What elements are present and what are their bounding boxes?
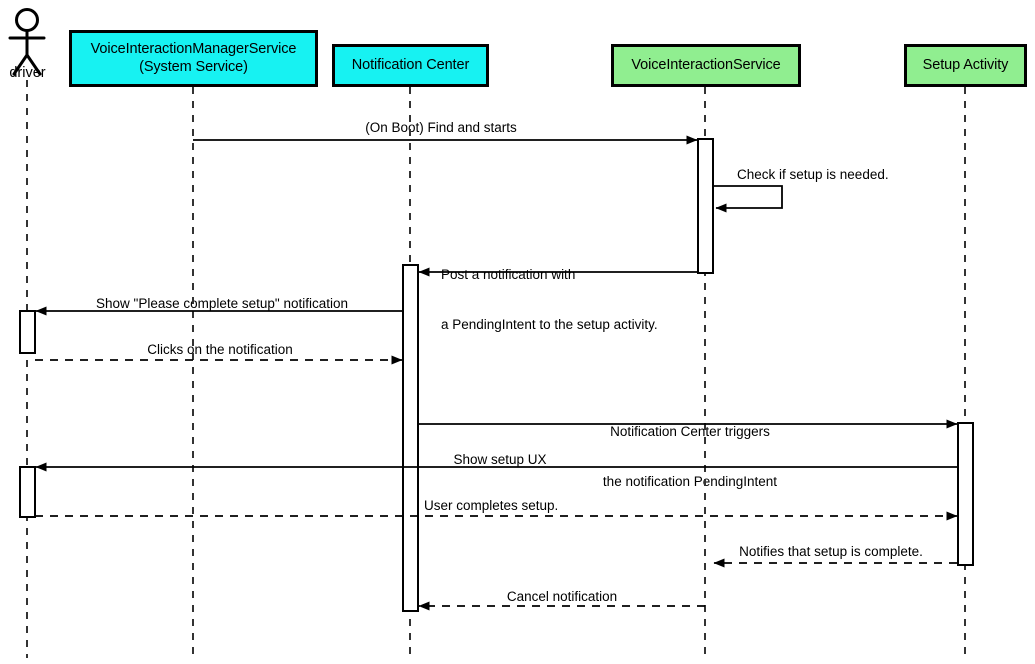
participant-label-setup-activity: Setup Activity	[922, 56, 1009, 73]
participant-box-setup-activity[interactable]: Setup Activity	[904, 44, 1027, 87]
message-label-8: User completes setup.	[424, 498, 559, 513]
participant-box-vims[interactable]: VoiceInteractionManagerService (System S…	[69, 30, 318, 87]
message-label-7: Show setup UX	[453, 452, 547, 467]
message-label-10: Cancel notification	[506, 589, 618, 604]
message-label-9: Notifies that setup is complete.	[739, 544, 923, 559]
activation-bar-driver-1	[19, 310, 36, 354]
message-label-1: (On Boot) Find and starts	[365, 120, 517, 135]
participant-label-vims-line1: VoiceInteractionManagerService	[90, 40, 297, 57]
stick-figure-icon	[8, 8, 46, 76]
message-label-4: Show "Please complete setup" notificatio…	[96, 296, 348, 311]
participant-box-voice-interaction-service[interactable]: VoiceInteractionService	[611, 44, 801, 87]
participant-label-notification-center: Notification Center	[351, 56, 470, 73]
message-arrow-2-self	[714, 185, 783, 213]
message-label-3: Post a notification with a PendingIntent…	[441, 233, 658, 368]
message-label-6-line2: the notification PendingIntent	[602, 474, 778, 490]
message-label-3-line2: a PendingIntent to the setup activity.	[441, 317, 658, 333]
message-label-6: Notification Center triggers the notific…	[603, 390, 777, 525]
message-label-6-line1: Notification Center triggers	[610, 423, 770, 439]
participant-label-vims: VoiceInteractionManagerService (System S…	[91, 41, 297, 76]
activation-bar-setup-activity-1	[957, 422, 974, 566]
message-label-3-line1: Post a notification with	[441, 266, 576, 282]
message-label-2: Check if setup is needed.	[737, 167, 889, 182]
message-label-5: Clicks on the notification	[147, 342, 293, 357]
participant-label-vims-line2: (System Service)	[139, 58, 248, 75]
participant-box-notification-center[interactable]: Notification Center	[332, 44, 489, 87]
activation-bar-voice-interaction-service-1	[697, 138, 714, 274]
participant-label-voice-interaction-service: VoiceInteractionService	[631, 56, 781, 73]
activation-bar-notification-center-1	[402, 264, 419, 612]
activation-bar-driver-2	[19, 466, 36, 518]
